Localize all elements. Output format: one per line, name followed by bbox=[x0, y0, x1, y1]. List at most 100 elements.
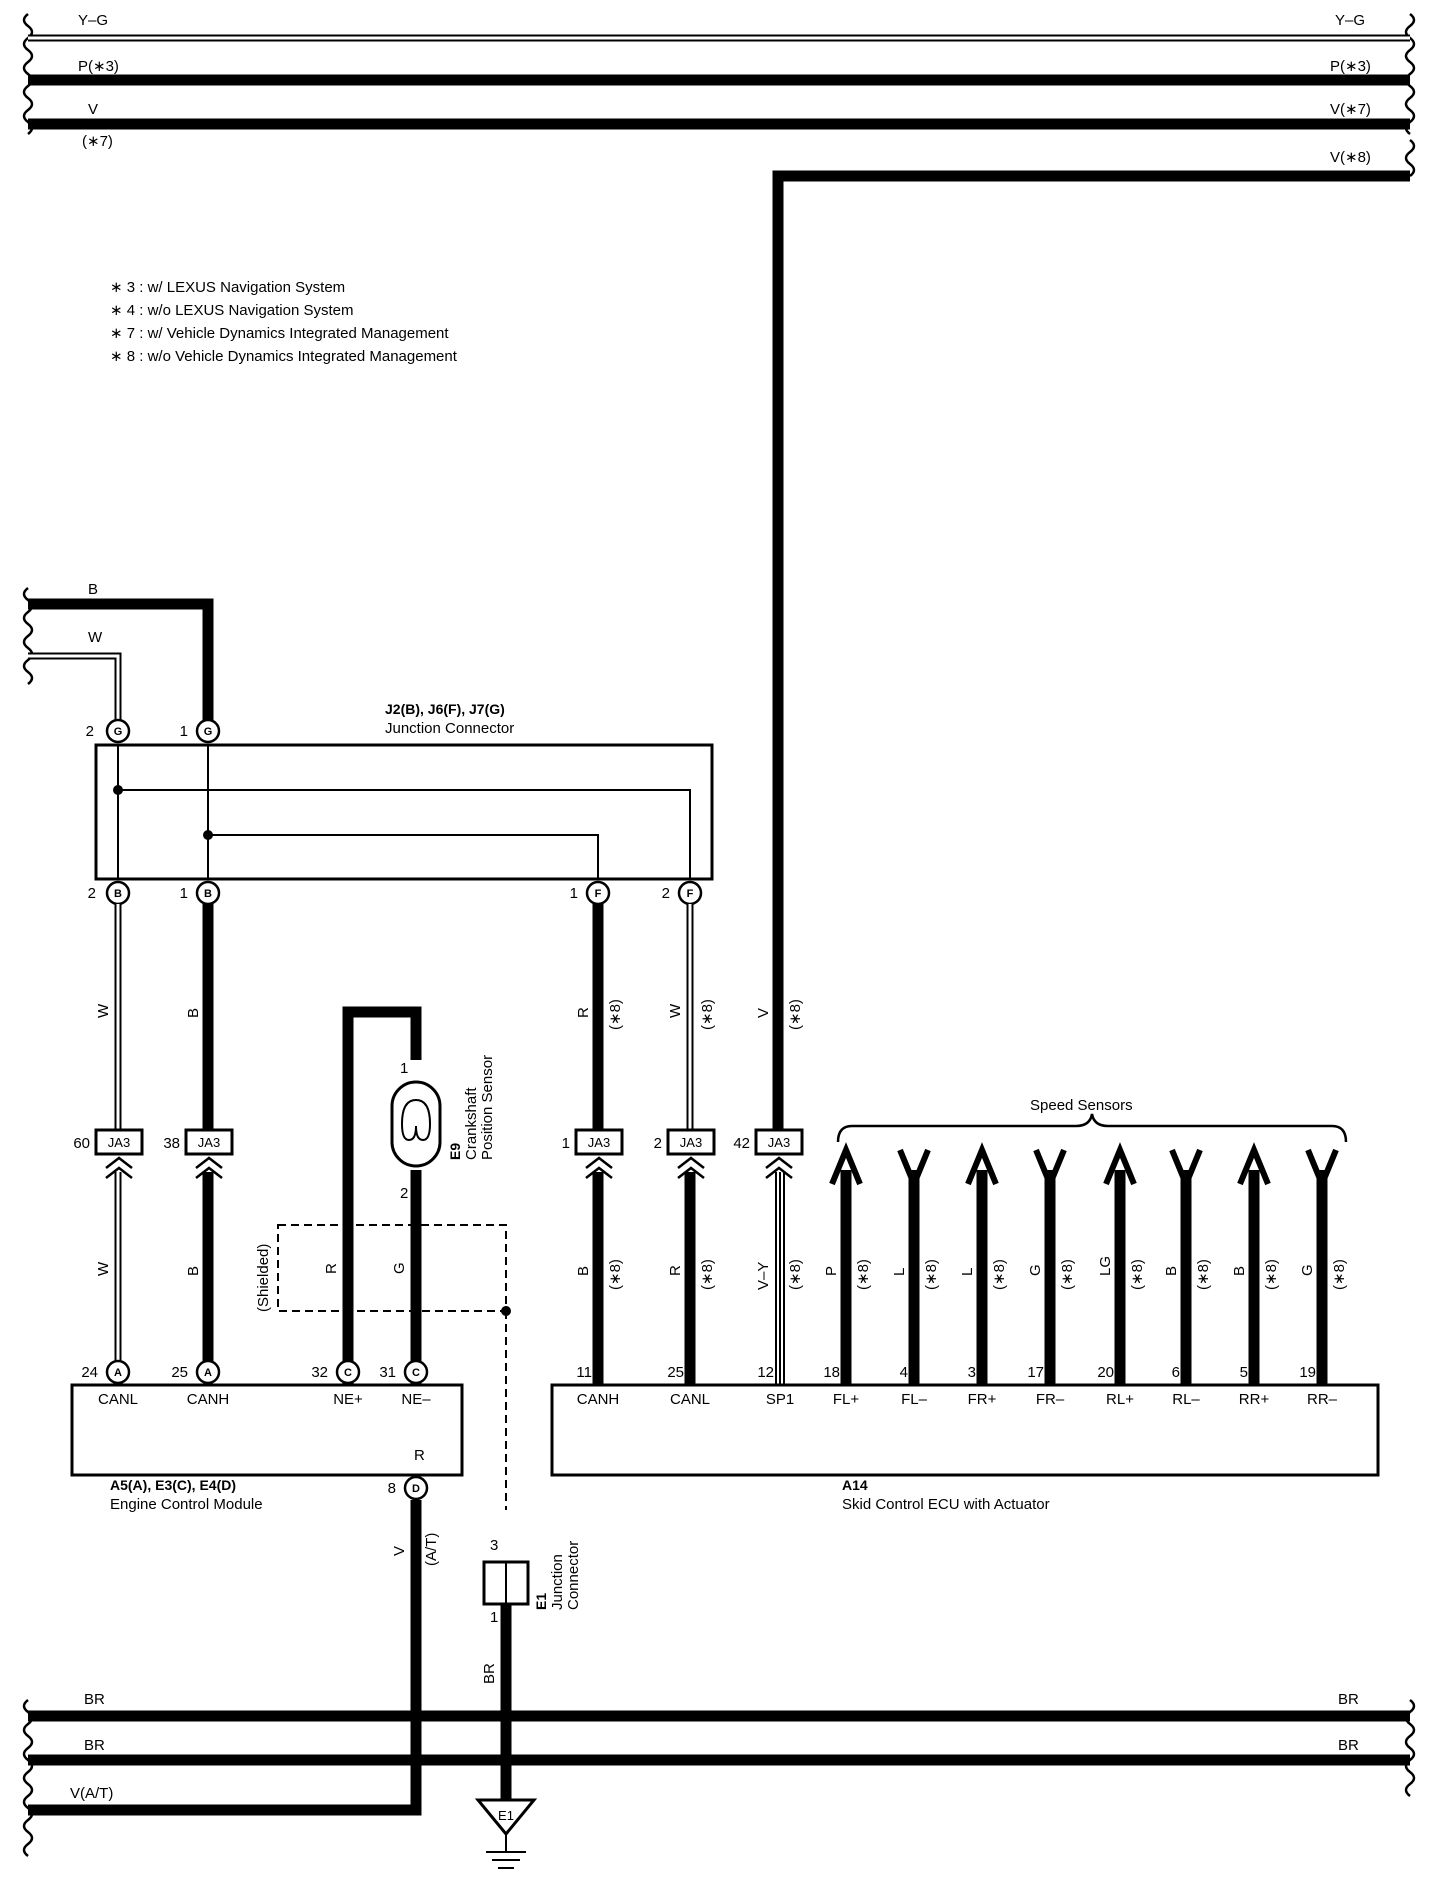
wire-note: (∗8) bbox=[991, 1259, 1008, 1290]
wire-color: B bbox=[1163, 1266, 1180, 1276]
pin-label: RR+ bbox=[1239, 1391, 1270, 1408]
wire-label: W bbox=[88, 629, 103, 646]
component-name: Connector bbox=[565, 1541, 582, 1610]
wire-color: W bbox=[667, 1003, 684, 1018]
pin-number: 17 bbox=[1027, 1364, 1044, 1381]
pin-letter: D bbox=[412, 1483, 420, 1495]
ground-e1: E1 bbox=[474, 1798, 538, 1869]
pin-label: RR– bbox=[1307, 1391, 1338, 1408]
arrow-down-icon bbox=[1033, 1148, 1067, 1192]
break-mark bbox=[22, 1699, 34, 1857]
pin-number: 19 bbox=[1299, 1364, 1316, 1381]
wire-color: BR bbox=[481, 1663, 498, 1684]
crankshaft-position-sensor: 1 2 E9 Crankshaft Position Sensor (Shiel… bbox=[255, 1006, 511, 1510]
pin-number: 1 bbox=[562, 1135, 570, 1152]
arrow-down-icon bbox=[1169, 1148, 1203, 1192]
wire-note: (∗8) bbox=[1263, 1259, 1280, 1290]
pin-label: SP1 bbox=[766, 1391, 794, 1408]
left-input-wires: B W bbox=[22, 581, 214, 730]
break-mark bbox=[1404, 13, 1416, 135]
pin-label: R bbox=[414, 1447, 425, 1464]
pin-connector bbox=[195, 718, 221, 744]
wire-color: B bbox=[575, 1266, 592, 1276]
skid-ecu-box bbox=[550, 1383, 1380, 1477]
wire-color: R bbox=[575, 1007, 592, 1018]
component-code: A14 bbox=[842, 1477, 868, 1493]
coil-icon bbox=[401, 1098, 432, 1142]
pin-number: 38 bbox=[163, 1135, 180, 1152]
arrow-down-icon bbox=[897, 1148, 931, 1192]
pin-number: 2 bbox=[86, 723, 94, 740]
pin-label: CANL bbox=[670, 1391, 710, 1408]
top-harness: Y–G Y–G P(∗3) P(∗3) V (∗7) V(∗7) V(∗8) bbox=[22, 12, 1416, 1145]
wire-note: (∗8) bbox=[787, 1259, 804, 1290]
wire-label: V bbox=[88, 101, 98, 118]
pin-number: 18 bbox=[823, 1364, 840, 1381]
wire-color: V bbox=[755, 1008, 772, 1018]
pin-number: 42 bbox=[733, 1135, 750, 1152]
ja3-box bbox=[666, 1128, 716, 1156]
pin-number: 6 bbox=[1172, 1364, 1180, 1381]
pin-letter: G bbox=[114, 726, 123, 738]
pin-number: 3 bbox=[968, 1364, 976, 1381]
ja3-label: JA3 bbox=[198, 1135, 220, 1150]
pin-number: 32 bbox=[311, 1364, 328, 1381]
wire-color: R bbox=[323, 1263, 340, 1274]
pin-label: FL– bbox=[901, 1391, 928, 1408]
speed-sensors-title: Speed Sensors bbox=[1030, 1097, 1133, 1114]
pin-number: 2 bbox=[662, 885, 670, 902]
ja3-box bbox=[754, 1128, 804, 1156]
engine-control-module: A5(A), E3(C), E4(D) Engine Control Modul… bbox=[70, 1359, 464, 1810]
wire-label: Y–G bbox=[78, 12, 108, 29]
wire-color: L bbox=[959, 1268, 976, 1276]
pin-label: NE+ bbox=[333, 1391, 363, 1408]
pin-number: 2 bbox=[400, 1185, 408, 1202]
wire-note: (A/T) bbox=[423, 1533, 440, 1566]
wire-note: (∗8) bbox=[855, 1259, 872, 1290]
component-name: Crankshaft bbox=[463, 1087, 480, 1160]
arrow-up-icon bbox=[829, 1142, 863, 1186]
wire-label: V(∗7) bbox=[1330, 101, 1371, 118]
pin-number: 8 bbox=[388, 1480, 396, 1497]
ja3-label: JA3 bbox=[680, 1135, 702, 1150]
wire-b bbox=[28, 598, 214, 730]
component-name: Engine Control Module bbox=[110, 1496, 263, 1513]
wire-color: G bbox=[391, 1262, 408, 1274]
pin-letter: G bbox=[204, 726, 213, 738]
note-line: ∗ 8 : w/o Vehicle Dynamics Integrated Ma… bbox=[110, 348, 458, 365]
pin-number: 12 bbox=[757, 1364, 774, 1381]
pin-label: FR– bbox=[1036, 1391, 1065, 1408]
wire-note: (∗8) bbox=[607, 999, 624, 1030]
pin-number: 31 bbox=[379, 1364, 396, 1381]
component-code: E1 bbox=[533, 1593, 549, 1610]
wire-color: B bbox=[1231, 1266, 1248, 1276]
wire-note: (∗8) bbox=[699, 999, 716, 1030]
speed-sensors: Speed Sensors P(∗8)L(∗8)L(∗8)G(∗8)LG(∗8)… bbox=[823, 1097, 1348, 1385]
pin-number: 25 bbox=[171, 1364, 188, 1381]
wire-v-sp1 bbox=[772, 170, 1410, 1145]
pin-letter: B bbox=[204, 888, 212, 900]
ground-label: E1 bbox=[498, 1808, 514, 1823]
wire-color: V–Y bbox=[755, 1262, 772, 1290]
break-mark bbox=[22, 13, 34, 135]
pin-label: NE– bbox=[401, 1391, 431, 1408]
wire-label: (∗7) bbox=[82, 133, 113, 150]
ja3-box bbox=[94, 1128, 144, 1156]
pin-label: FL+ bbox=[833, 1391, 860, 1408]
pin-label: FR+ bbox=[968, 1391, 997, 1408]
component-name: Skid Control ECU with Actuator bbox=[842, 1496, 1050, 1513]
pin-letter: C bbox=[412, 1367, 420, 1379]
sensor-body bbox=[390, 1080, 442, 1168]
wire-color: G bbox=[1299, 1264, 1316, 1276]
wire-note: (∗8) bbox=[1195, 1259, 1212, 1290]
pin-number: 3 bbox=[490, 1537, 498, 1554]
note-line: ∗ 7 : w/ Vehicle Dynamics Integrated Man… bbox=[110, 325, 449, 342]
arrow-up-icon bbox=[1103, 1142, 1137, 1186]
ja3-connectors: JA3 JA3 JA3 JA3 JA3 60 38 1 2 42 bbox=[73, 1128, 804, 1179]
pin-letter: A bbox=[114, 1367, 122, 1379]
pin-letter: C bbox=[344, 1367, 352, 1379]
notes: ∗ 3 : w/ LEXUS Navigation System ∗ 4 : w… bbox=[110, 279, 458, 365]
ja3-label: JA3 bbox=[588, 1135, 610, 1150]
arrow-down-icon bbox=[1305, 1148, 1339, 1192]
